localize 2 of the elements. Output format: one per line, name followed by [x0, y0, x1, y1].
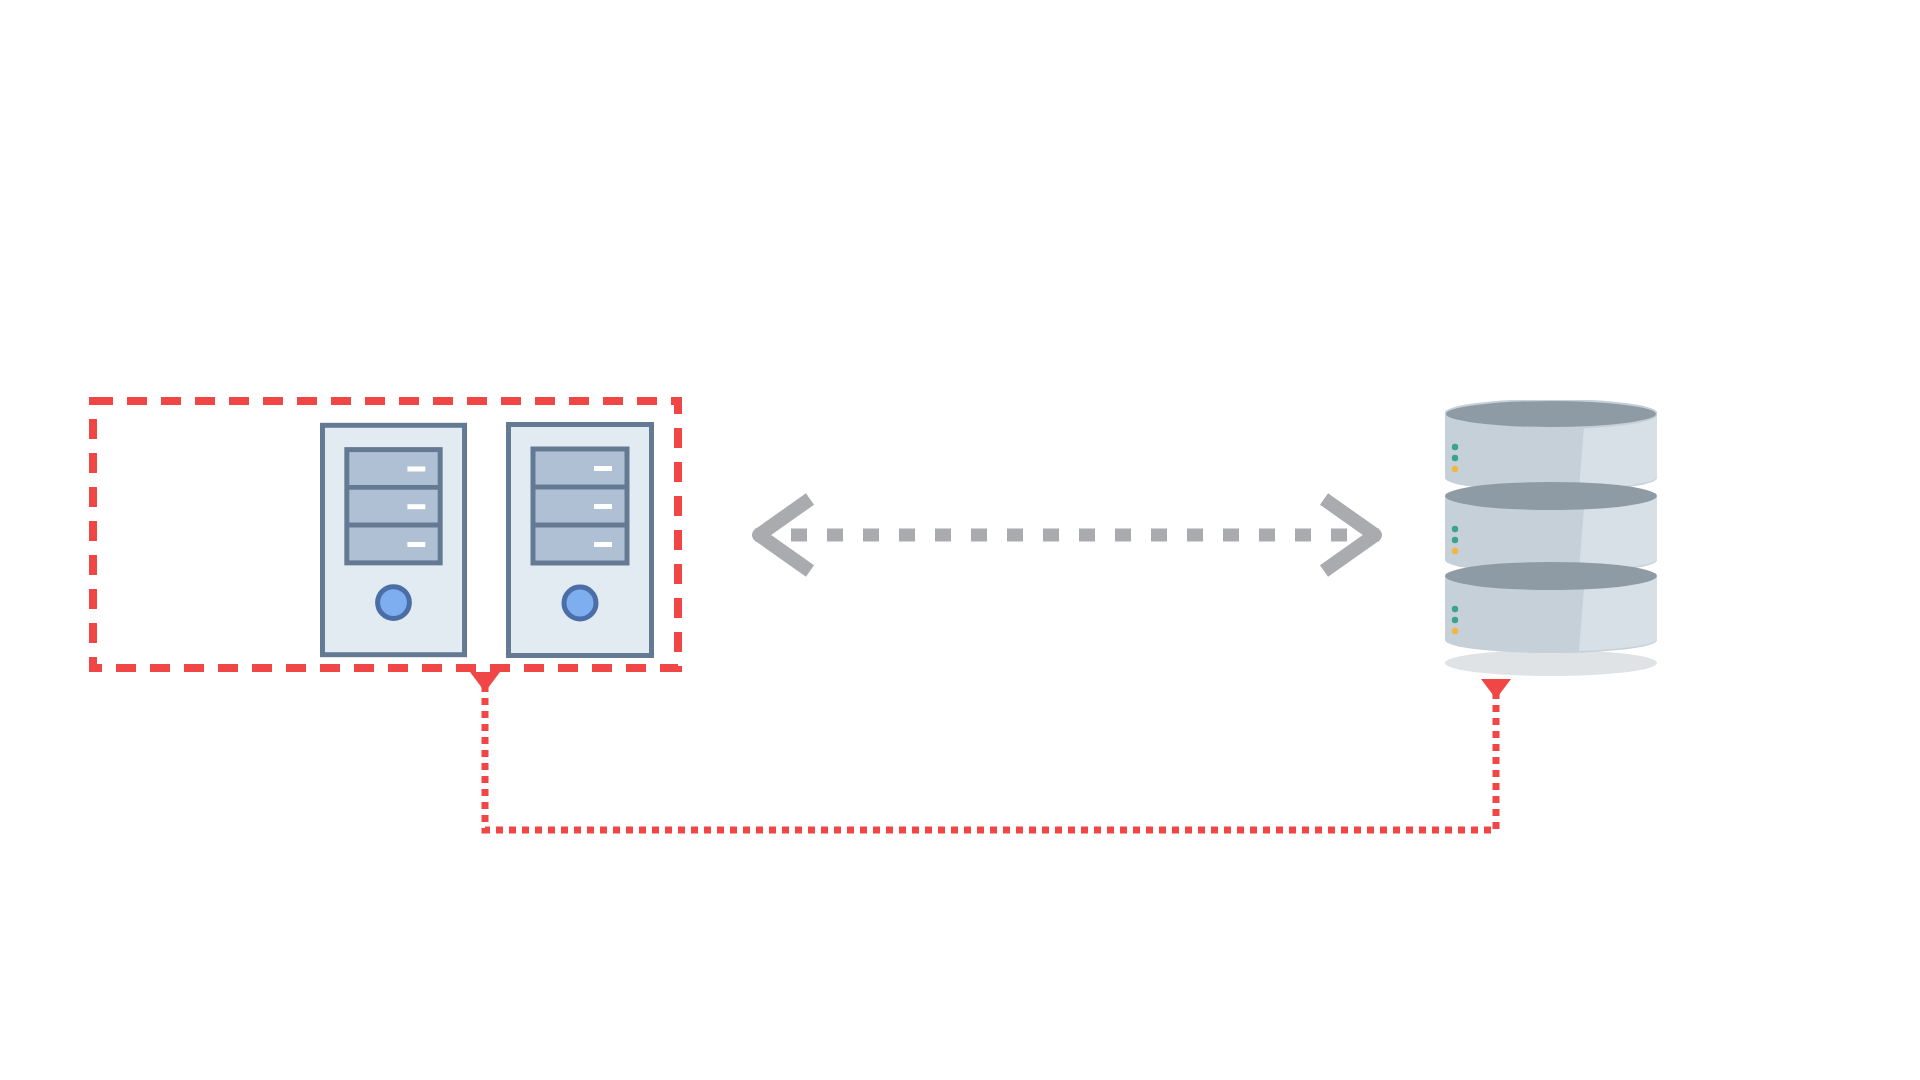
- double-arrow: [752, 492, 1382, 578]
- connector-line: [470, 672, 1511, 834]
